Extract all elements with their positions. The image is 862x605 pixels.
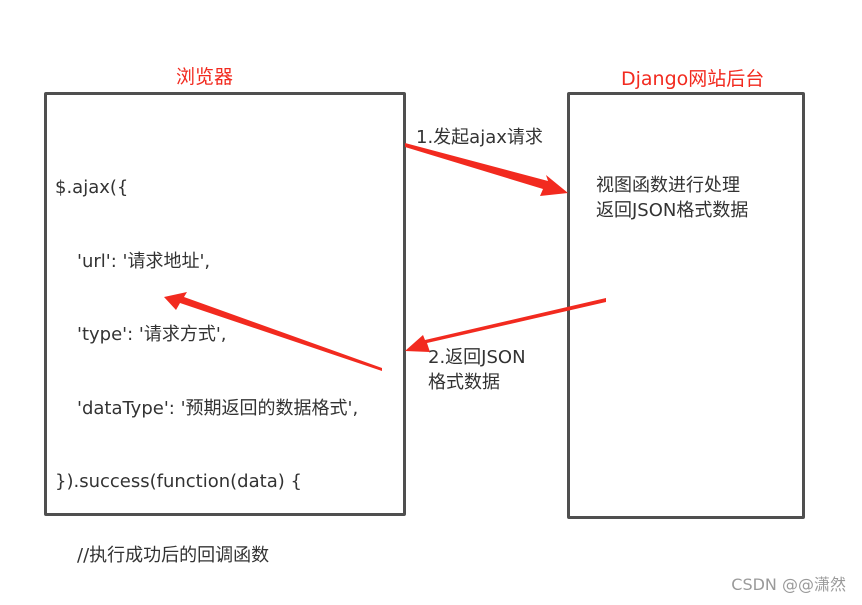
code-line: }).success(function(data) { — [55, 471, 302, 492]
browser-title: 浏览器 — [176, 66, 234, 88]
server-box — [567, 92, 805, 519]
response-label-line: 2.返回JSON — [428, 347, 526, 368]
browser-box — [44, 92, 406, 516]
code-line: 'dataType': '预期返回的数据格式', — [77, 397, 359, 419]
response-arrow-label: 2.返回JSON 格式数据 — [428, 345, 526, 395]
code-line: $.ajax({ — [55, 177, 129, 198]
server-description: 视图函数进行处理 返回JSON格式数据 — [596, 173, 748, 223]
code-line: 'url': '请求地址', — [77, 250, 211, 272]
response-label-line: 格式数据 — [428, 372, 500, 393]
request-arrow-icon — [405, 143, 568, 196]
request-arrow-label: 1.发起ajax请求 — [416, 127, 543, 148]
watermark: CSDN @@潇然 — [731, 575, 846, 594]
code-line: //执行成功后的回调函数 — [77, 544, 270, 566]
response-arrow-icon — [405, 298, 606, 352]
code-line: 'type': '请求方式', — [77, 324, 227, 345]
server-title: Django网站后台 — [621, 68, 765, 90]
ajax-code-snippet: $.ajax({ 'url': '请求地址', 'type': '请求方式', … — [55, 127, 358, 593]
server-description-line: 返回JSON格式数据 — [596, 200, 749, 221]
callback-arrow-icon — [164, 292, 382, 371]
server-description-line: 视图函数进行处理 — [596, 175, 740, 196]
